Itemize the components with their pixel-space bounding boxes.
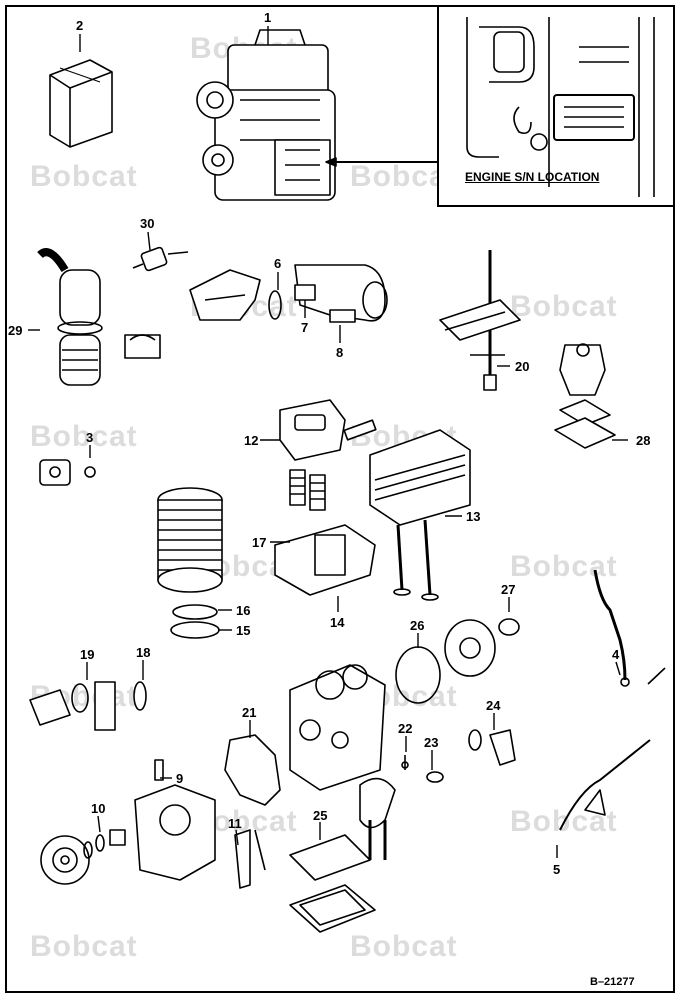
inset-illustration: [466, 17, 655, 197]
front-cover-part: [395, 618, 520, 704]
gasket-part: [224, 734, 281, 806]
serial-number-inset: [437, 5, 675, 207]
diagram-reference: B–21277: [590, 976, 635, 988]
callout-5: 5: [553, 862, 561, 877]
callout-2: 2: [76, 18, 84, 33]
callout-15: 15: [236, 623, 251, 638]
governor-linkage-part: [439, 250, 521, 391]
cylinder-part: [157, 487, 223, 639]
oil-pan-part: [289, 834, 376, 933]
watermark: Bobcat: [510, 290, 618, 323]
callout-13: 13: [466, 509, 481, 524]
watermark: Bobcat: [30, 420, 138, 453]
inset-label: ENGINE S/N LOCATION: [465, 170, 600, 184]
gear-case-part: [40, 759, 216, 885]
callout-22: 22: [398, 721, 413, 736]
watermark: Bobcat: [510, 550, 618, 583]
callout-14: 14: [330, 615, 345, 630]
dipstick-tube-part: [593, 569, 666, 687]
callout-25: 25: [313, 808, 328, 823]
leader-lines: [28, 26, 628, 858]
watermark: Bobcat: [30, 930, 138, 963]
linkage-part: [234, 829, 266, 889]
callout-4: 4: [612, 647, 620, 662]
callout-7: 7: [301, 320, 309, 335]
callout-28: 28: [636, 433, 651, 448]
valve-spring-part: [289, 469, 326, 511]
thermostat-part: [401, 729, 516, 783]
crankcase-part: [289, 664, 386, 791]
watermark: Bobcat: [350, 930, 458, 963]
callout-1: 1: [264, 10, 272, 25]
callout-27: 27: [501, 582, 516, 597]
injection-pump-part: [554, 343, 616, 449]
dipstick-part: [559, 739, 651, 831]
diagram-border: [5, 5, 675, 993]
callout-16: 16: [236, 603, 251, 618]
crankshaft-part: [359, 777, 396, 860]
intake-manifold-part: [189, 264, 388, 323]
callout-20: 20: [515, 359, 530, 374]
callout-6: 6: [274, 256, 282, 271]
callout-18: 18: [136, 645, 151, 660]
sensor-part: [132, 246, 189, 272]
engine-assembly: [196, 29, 336, 201]
rocker-block-part: [274, 524, 376, 596]
callout-30: 30: [140, 216, 155, 231]
box-part: [49, 59, 113, 148]
callout-19: 19: [80, 647, 95, 662]
callout-11: 11: [228, 816, 242, 831]
callout-9: 9: [176, 771, 184, 786]
oil-pump-part: [29, 681, 147, 731]
air-filter-part: [37, 248, 161, 386]
valve-cover-part: [279, 399, 346, 461]
sender-part: [39, 459, 96, 486]
callout-24: 24: [486, 698, 501, 713]
callout-12: 12: [244, 433, 259, 448]
callout-29: 29: [8, 323, 23, 338]
callout-23: 23: [424, 735, 439, 750]
callout-17: 17: [252, 535, 267, 550]
callout-8: 8: [336, 345, 344, 360]
callout-3: 3: [86, 430, 94, 445]
callout-10: 10: [91, 801, 106, 816]
callout-26: 26: [410, 618, 425, 633]
callout-21: 21: [242, 705, 257, 720]
cylinder-head-part: [343, 419, 471, 601]
watermark: Bobcat: [30, 160, 138, 193]
